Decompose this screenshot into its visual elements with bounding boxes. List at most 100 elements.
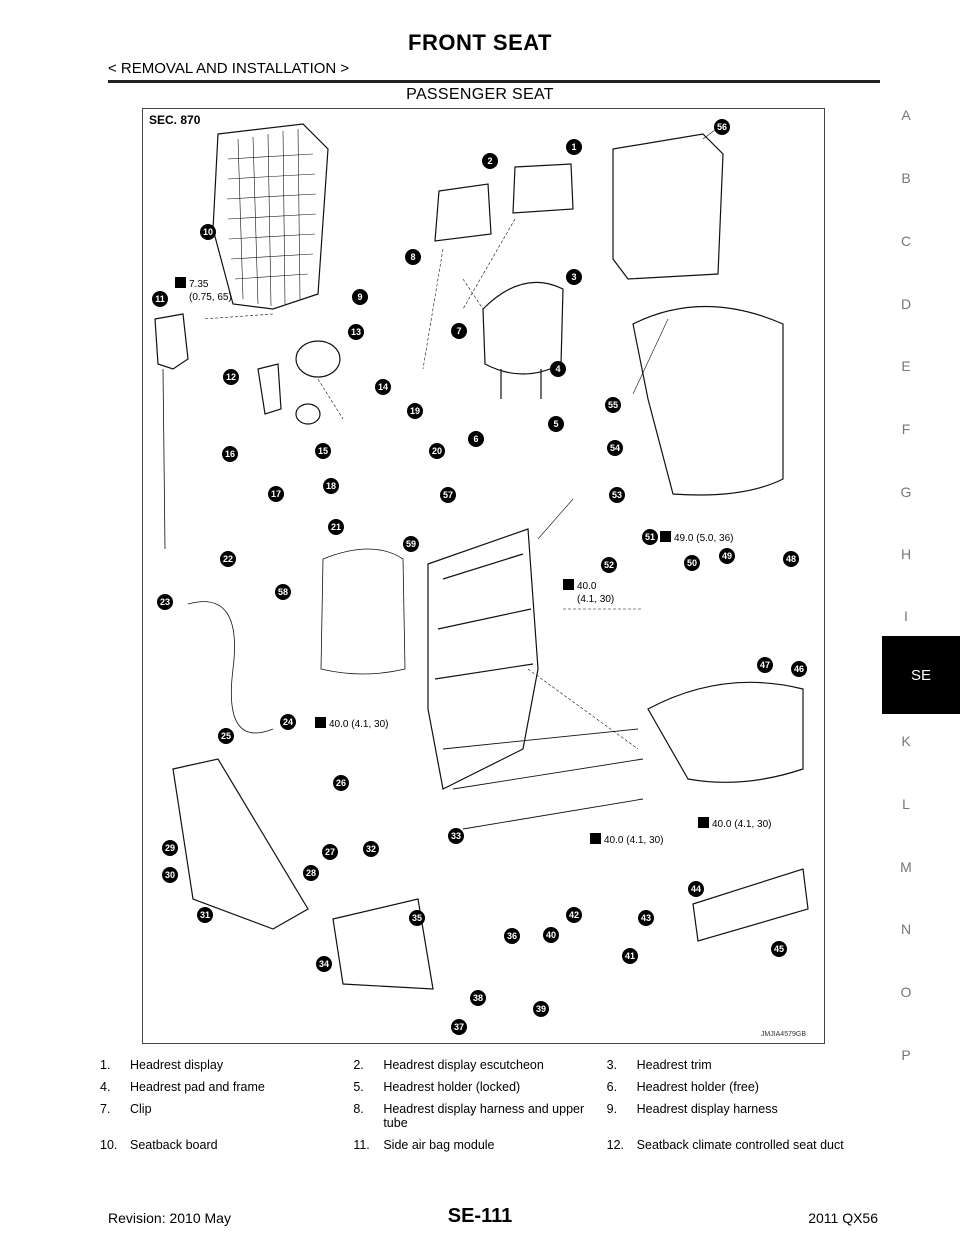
index-tab-g[interactable]: G	[900, 484, 912, 500]
torque-spec-1: 7.35 (0.75, 65)	[175, 277, 232, 304]
figure-subtitle: PASSENGER SEAT	[406, 86, 554, 103]
callout-13-text: 13	[351, 327, 361, 337]
callout-19-text: 19	[410, 406, 420, 416]
index-tab-i[interactable]: I	[904, 608, 908, 624]
seatback-pad-shape	[612, 133, 724, 280]
sec-label: SEC. 870	[149, 113, 201, 127]
callout-22: 22	[220, 551, 236, 567]
callout-5-text: 5	[553, 419, 558, 429]
callout-2-text: 2	[487, 156, 492, 166]
legend-item-12: 12.Seatback climate controlled seat duct	[607, 1138, 860, 1160]
legend-text: Headrest pad and frame	[130, 1080, 265, 1094]
callout-45: 45	[771, 941, 787, 957]
index-tab-h[interactable]: H	[900, 546, 912, 562]
callout-38-text: 38	[473, 993, 483, 1003]
legend-text: Headrest display	[130, 1058, 224, 1072]
legend-text: Seatback board	[130, 1138, 218, 1152]
callout-40: 40	[543, 927, 559, 943]
callout-39: 39	[533, 1001, 549, 1017]
index-tab-p[interactable]: P	[901, 1047, 911, 1063]
callout-1-text: 1	[571, 142, 576, 152]
callout-56: 56	[714, 119, 730, 135]
seatback-cover-shape	[632, 306, 784, 496]
index-tab-l[interactable]: L	[902, 796, 910, 812]
index-tab-n[interactable]: N	[900, 921, 912, 937]
torque-value-5: 40.0 (4.1, 30)	[712, 819, 772, 830]
seat-rails	[442, 728, 644, 830]
callout-58-text: 58	[278, 587, 288, 597]
index-tab-c[interactable]: C	[900, 233, 912, 249]
index-tab-f[interactable]: F	[901, 421, 911, 437]
escutcheon-shape	[434, 183, 492, 242]
callout-17: 17	[268, 486, 284, 502]
callout-4: 4	[550, 361, 566, 377]
blower-fan-shape	[295, 340, 341, 378]
callout-35: 35	[409, 910, 425, 926]
torque-value-3: 40.0	[577, 581, 597, 592]
legend-text: Side air bag module	[383, 1138, 495, 1152]
index-tab-b[interactable]: B	[901, 170, 911, 186]
legend-text: Seatback climate controlled seat duct	[636, 1138, 844, 1152]
callout-53: 53	[609, 487, 625, 503]
seat-frame-shape	[427, 528, 539, 790]
callout-54-text: 54	[610, 443, 620, 453]
callout-31: 31	[197, 907, 213, 923]
callout-22-text: 22	[223, 554, 233, 564]
legend-num: 7.	[100, 1102, 111, 1116]
callout-3: 3	[566, 269, 582, 285]
callout-44: 44	[688, 881, 704, 897]
callout-12-text: 12	[226, 372, 236, 382]
index-tab-a[interactable]: A	[901, 107, 911, 123]
callout-16: 16	[222, 446, 238, 462]
callout-12: 12	[223, 369, 239, 385]
legend-num: 4.	[100, 1080, 111, 1094]
callout-45-text: 45	[774, 944, 784, 954]
callout-20-text: 20	[432, 446, 442, 456]
legend-num: 1.	[100, 1058, 111, 1072]
callout-10-text: 10	[203, 227, 213, 237]
front-cover-shape	[692, 868, 809, 942]
legend-num: 11.	[353, 1138, 370, 1152]
index-tab-se-active[interactable]: SE	[882, 636, 960, 714]
index-tab-m[interactable]: M	[900, 859, 912, 875]
callout-29-text: 29	[165, 843, 175, 853]
torque-sub-1: (0.75, 65)	[189, 292, 232, 303]
exploded-view-figure: SEC. 870	[142, 108, 825, 1044]
footer-model: 2011 QX56	[808, 1210, 878, 1226]
callout-10: 10	[200, 224, 216, 240]
callout-43: 43	[638, 910, 654, 926]
index-tab-e[interactable]: E	[901, 358, 911, 374]
callout-41: 41	[622, 948, 638, 964]
index-tab-d[interactable]: D	[900, 296, 912, 312]
callout-28: 28	[303, 865, 319, 881]
callout-28-text: 28	[306, 868, 316, 878]
torque-value-4: 40.0 (4.1, 30)	[329, 719, 389, 730]
index-tab-o[interactable]: O	[900, 984, 912, 1000]
callout-6-text: 6	[473, 434, 478, 444]
legend-item-6: 6.Headrest holder (free)	[607, 1080, 860, 1102]
callout-31-text: 31	[200, 910, 210, 920]
legend-num: 5.	[353, 1080, 364, 1094]
side-panel-shape	[172, 758, 309, 930]
legend-text: Headrest display harness and upper tube	[383, 1102, 585, 1130]
callout-51-text: 51	[645, 532, 655, 542]
torque-spec-6: 40.0 (4.1, 30)	[590, 833, 663, 847]
callout-13: 13	[348, 324, 364, 340]
legend-text: Headrest display escutcheon	[383, 1058, 544, 1072]
callout-24: 24	[280, 714, 296, 730]
callout-26-text: 26	[336, 778, 346, 788]
callout-33-text: 33	[451, 831, 461, 841]
callout-55: 55	[605, 397, 621, 413]
duct-shape	[257, 363, 282, 415]
headrest-display-shape	[512, 163, 574, 214]
callout-53-text: 53	[612, 490, 622, 500]
header-rule	[108, 80, 880, 83]
legend-item-2: 2.Headrest display escutcheon	[353, 1058, 606, 1080]
legend-num: 6.	[606, 1080, 618, 1094]
callout-52: 52	[601, 557, 617, 573]
callout-30-text: 30	[165, 870, 175, 880]
torque-spec-5: 40.0 (4.1, 30)	[698, 817, 771, 831]
index-tab-k[interactable]: K	[901, 733, 911, 749]
callout-33: 33	[448, 828, 464, 844]
callout-26: 26	[333, 775, 349, 791]
